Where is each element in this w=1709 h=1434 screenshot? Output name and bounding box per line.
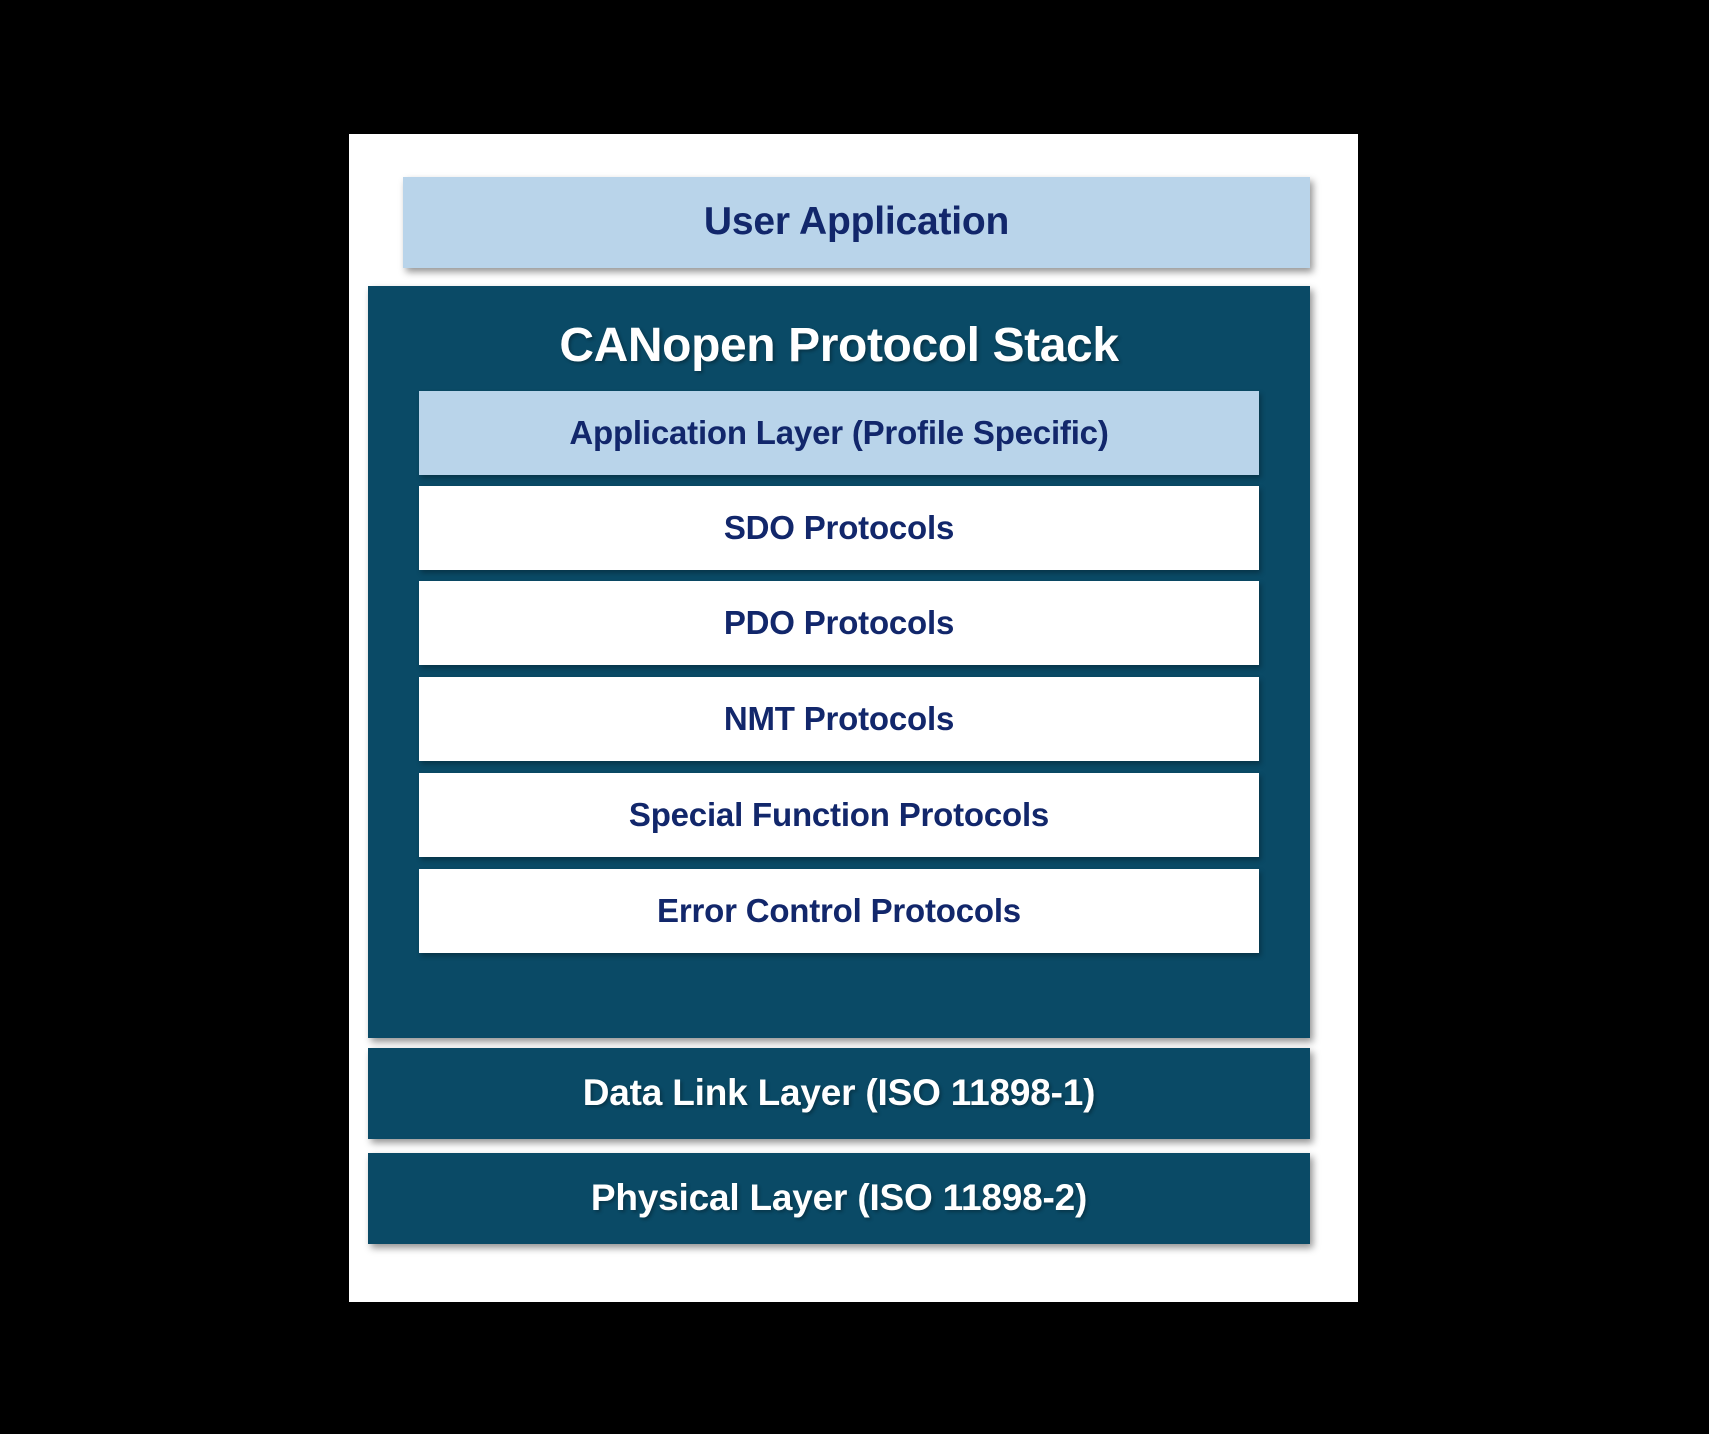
- layer-user-application: User Application: [403, 177, 1310, 268]
- layer-physical-label: Physical Layer (ISO 11898-2): [590, 1177, 1088, 1219]
- protocol-row-sdo-label: SDO Protocols: [723, 508, 955, 546]
- protocol-row-nmt: NMT Protocols: [419, 677, 1259, 761]
- protocol-row-error-control: Error Control Protocols: [419, 869, 1259, 953]
- protocol-row-nmt-label: NMT Protocols: [723, 699, 955, 737]
- layer-canopen-protocol-stack: CANopen Protocol Stack Application Layer…: [368, 286, 1310, 1038]
- layer-physical: Physical Layer (ISO 11898-2): [368, 1153, 1310, 1244]
- protocol-row-special-function: Special Function Protocols: [419, 773, 1259, 857]
- diagram-card: User Application CANopen Protocol Stack …: [349, 134, 1358, 1302]
- protocol-row-sdo: SDO Protocols: [419, 486, 1259, 570]
- protocol-row-pdo: PDO Protocols: [419, 581, 1259, 665]
- protocol-row-application-layer-label: Application Layer (Profile Specific): [569, 413, 1109, 451]
- protocol-row-pdo-label: PDO Protocols: [723, 603, 955, 641]
- protocol-row-error-control-label: Error Control Protocols: [657, 891, 1021, 929]
- protocol-row-application-layer: Application Layer (Profile Specific): [419, 391, 1259, 475]
- layer-data-link: Data Link Layer (ISO 11898-1): [368, 1048, 1310, 1139]
- layer-user-application-label: User Application: [703, 200, 1010, 244]
- layer-data-link-label: Data Link Layer (ISO 11898-1): [582, 1072, 1096, 1114]
- canopen-protocol-stack-title: CANopen Protocol Stack: [559, 319, 1119, 372]
- protocol-row-special-function-label: Special Function Protocols: [628, 795, 1050, 833]
